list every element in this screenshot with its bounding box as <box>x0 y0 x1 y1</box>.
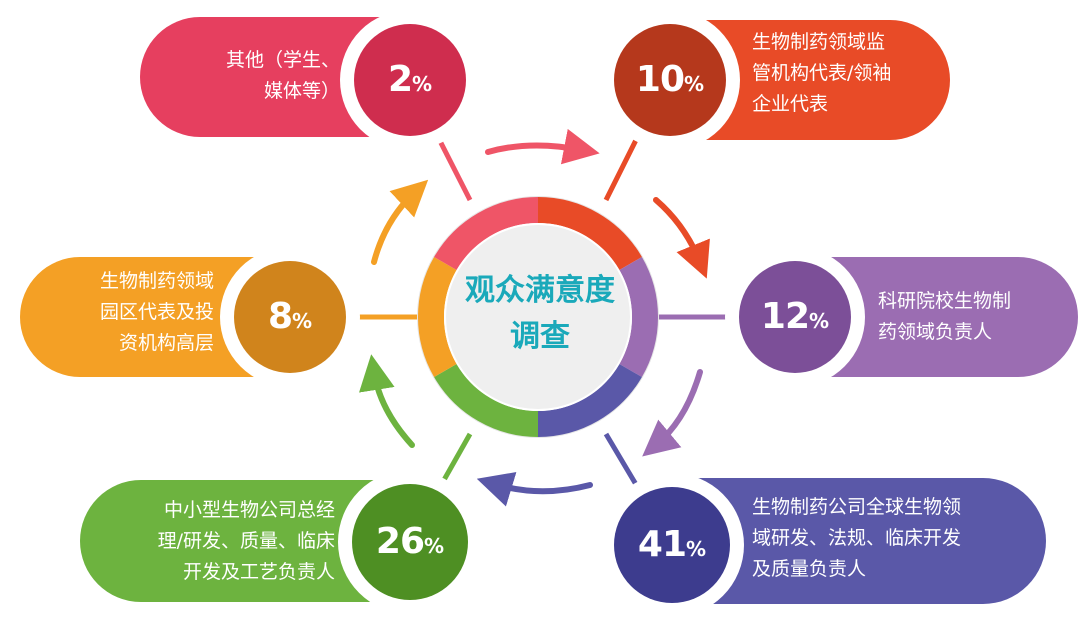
arrow-purple <box>642 369 703 457</box>
pct-other-number: 2 <box>387 59 413 100</box>
pct-academia: 12% <box>740 297 850 341</box>
pct-regulator-number: 10 <box>635 59 685 100</box>
center-title: 观众满意度 调查 <box>436 268 644 360</box>
ring-segment <box>619 257 658 377</box>
arrow-green <box>359 354 415 448</box>
box-pharma <box>600 473 1046 617</box>
label-park: 生物制药领域 园区代表及投 资机构高层 <box>99 270 214 354</box>
label-pharma: 生物制药公司全球生物领 域研发、法规、临床开发 及质量负责人 <box>752 496 962 580</box>
ring-segment <box>434 197 539 271</box>
pct-pharma-number: 41 <box>637 524 687 565</box>
box-other <box>140 10 480 150</box>
center-title-line1: 观众满意度 <box>465 273 615 308</box>
pct-park: 8% <box>235 297 345 341</box>
pct-circle-regulator <box>614 24 726 136</box>
pct-circle-park <box>234 261 346 373</box>
label-academia: 科研院校生物制 药领域负责人 <box>878 290 1012 343</box>
label-regulator: 生物制药领域监 管机构代表/领袖 企业代表 <box>752 31 892 115</box>
pct-other: 2% <box>355 60 465 104</box>
arrow-red <box>653 197 710 279</box>
ring-segments <box>418 197 658 437</box>
pct-circle-sme <box>352 484 468 600</box>
box-sme <box>80 470 482 614</box>
pct-regulator: 10% <box>615 60 725 104</box>
box-academia <box>725 247 1078 387</box>
box-park <box>20 247 360 387</box>
pct-circle-pharma <box>614 487 730 603</box>
pct-pharma-unit: % <box>686 537 707 561</box>
label-other: 其他（学生、 媒体等） <box>225 49 340 102</box>
arrow-orange <box>371 179 429 265</box>
pct-sme-unit: % <box>424 534 445 558</box>
box-regulator <box>600 10 950 150</box>
cycle-arrows <box>359 128 710 507</box>
center-title-line2: 调查 <box>510 319 570 354</box>
center-ring <box>417 196 659 438</box>
pct-other-unit: % <box>412 72 433 96</box>
ring-segment <box>537 197 642 271</box>
ring-segment <box>418 257 457 377</box>
pct-circle-academia <box>739 261 851 373</box>
pct-academia-number: 12 <box>760 296 810 337</box>
ring-segment <box>537 363 642 437</box>
arrow-indigo <box>476 472 593 507</box>
pct-park-unit: % <box>292 309 313 333</box>
ring-segment <box>434 363 539 437</box>
center-disc <box>446 225 630 409</box>
label-sme: 中小型生物公司总经 理/研发、质量、临床 开发及工艺负责人 <box>157 499 335 583</box>
pct-sme: 26% <box>355 522 465 566</box>
pct-academia-unit: % <box>809 309 830 333</box>
pct-park-number: 8 <box>267 296 293 337</box>
pct-circle-other <box>354 24 466 136</box>
pct-pharma: 41% <box>617 525 727 569</box>
pct-sme-number: 26 <box>375 521 425 562</box>
pct-regulator-unit: % <box>684 72 705 96</box>
arrow-pink <box>485 128 600 165</box>
